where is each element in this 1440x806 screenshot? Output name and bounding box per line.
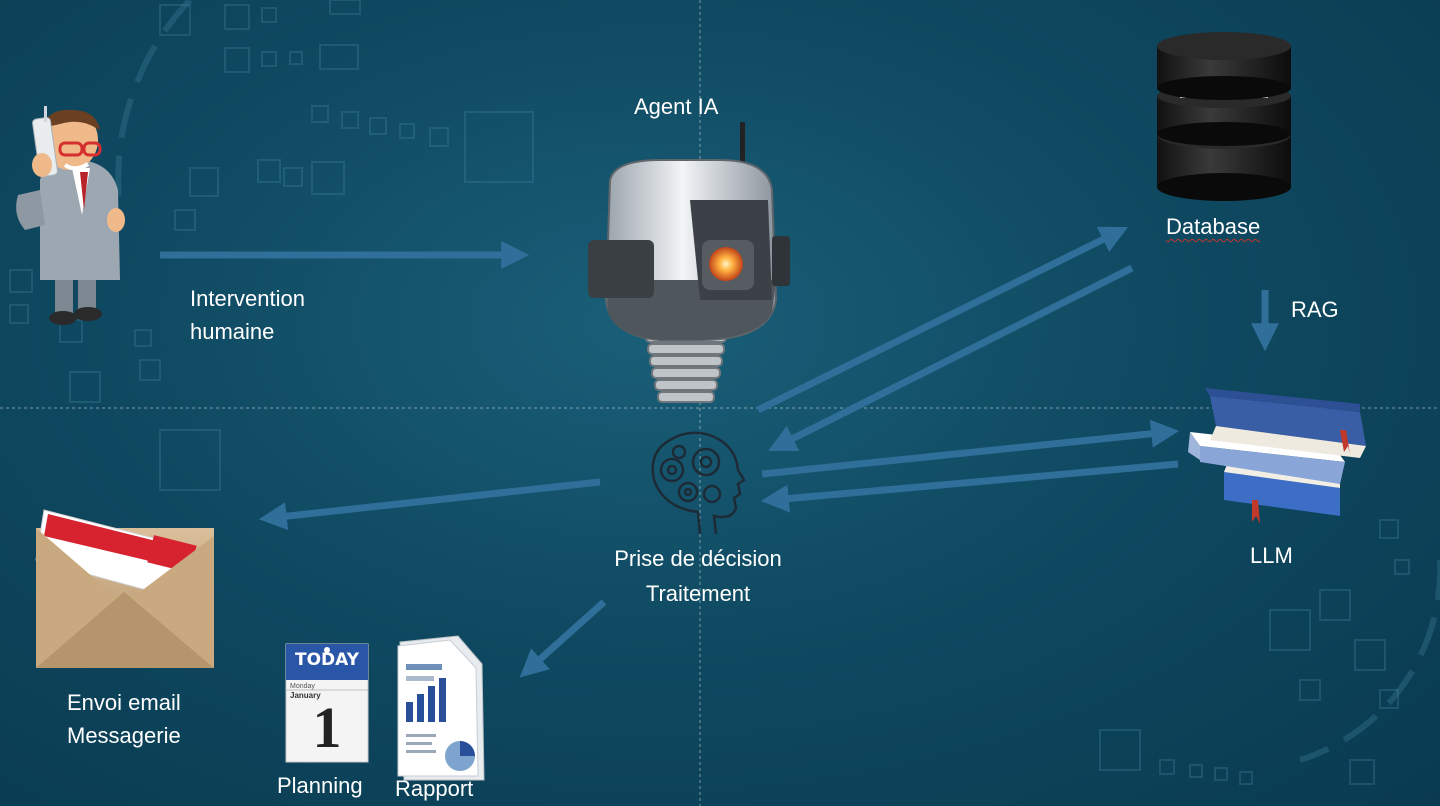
robot-head-icon [588,122,790,402]
calendar-weekday-text: Monday [290,683,315,690]
calendar-day-text: 1 [286,694,368,761]
rag-label: RAG [1291,293,1339,326]
arrow-decision-to-email [270,482,600,518]
arrow-decision-to-planning [528,602,604,670]
arrow-database-to-decision [778,268,1132,446]
database-icon [1157,32,1291,201]
database-label: Database [1166,210,1260,243]
decision-label: Prise de décision Traitement [583,541,813,611]
arrow-decision-to-database [758,232,1118,410]
email-label: Envoi email Messagerie [67,686,181,752]
agent-ia-label: Agent IA [634,90,718,123]
calendar-header-text: TODAY [286,650,368,670]
report-icon [398,636,484,780]
llm-label: LLM [1250,539,1293,572]
brain-gears-icon [653,433,744,534]
human-intervention-label: Intervention humaine [190,282,305,348]
planning-label: Planning [277,769,363,802]
rapport-label: Rapport [395,772,473,805]
books-icon [1188,388,1366,524]
envelope-icon [36,510,214,668]
